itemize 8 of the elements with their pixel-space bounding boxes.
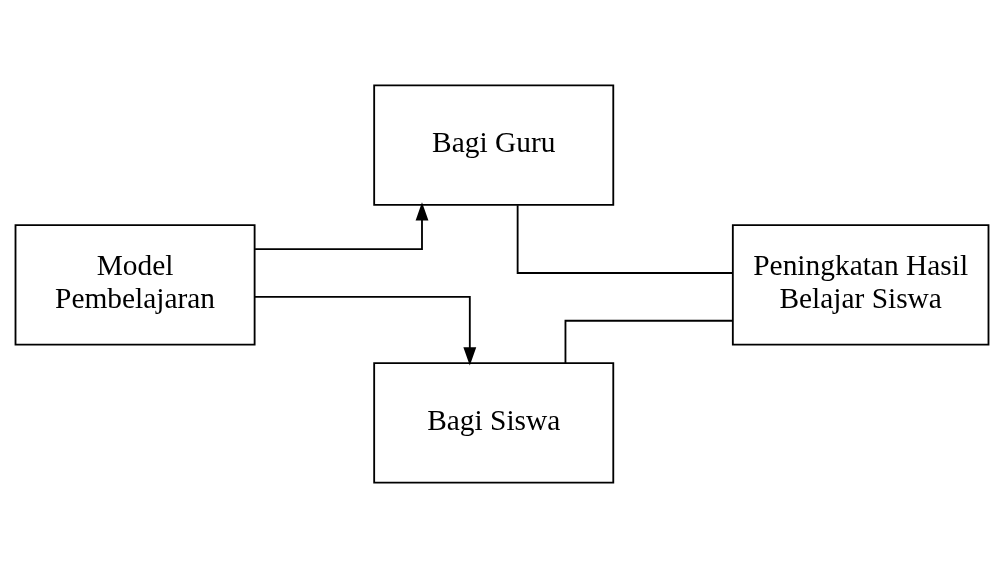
node-box: Bagi Guru	[373, 83, 615, 206]
connector	[516, 203, 734, 274]
node-box: Model Pembelajaran	[14, 223, 256, 346]
arrow	[254, 295, 477, 366]
arrow	[254, 201, 429, 250]
node-box: Peningkatan Hasil Belajar Siswa	[731, 223, 990, 346]
node-box: Bagi Siswa	[373, 361, 615, 484]
connector	[564, 319, 733, 364]
